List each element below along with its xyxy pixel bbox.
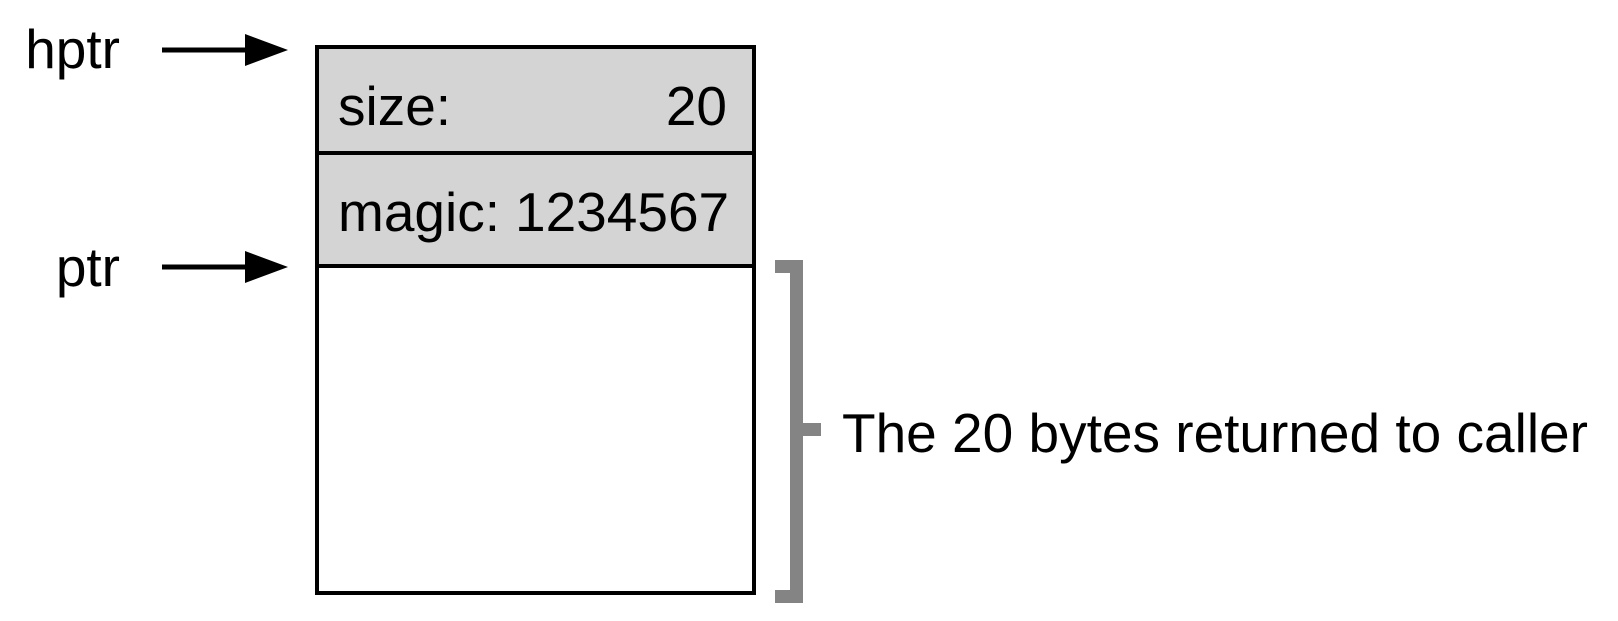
header-row-magic: magic: 1234567 [319, 155, 752, 268]
magic-label: magic: [338, 180, 500, 243]
payload-area [319, 268, 752, 591]
magic-value: 1234567 [515, 180, 730, 243]
ptr-arrowhead [245, 251, 288, 283]
ptr-label: ptr [55, 236, 120, 298]
size-label: size: [338, 74, 452, 137]
bytes-bracket [775, 260, 821, 603]
bracket-bottom-flange [775, 590, 803, 603]
hptr-arrow [162, 34, 288, 66]
bracket-vertical-bar [790, 260, 803, 603]
size-value: 20 [665, 74, 727, 137]
hptr-arrowhead [245, 34, 288, 66]
header-row-size: size: 20 [319, 49, 752, 155]
bracket-middle-tick [803, 423, 821, 436]
memory-block: size: 20 magic: 1234567 [315, 45, 756, 595]
bytes-annotation: The 20 bytes returned to caller [842, 402, 1588, 464]
ptr-arrow [162, 251, 288, 283]
hptr-label: hptr [25, 18, 120, 80]
bracket-top-flange [775, 260, 803, 273]
